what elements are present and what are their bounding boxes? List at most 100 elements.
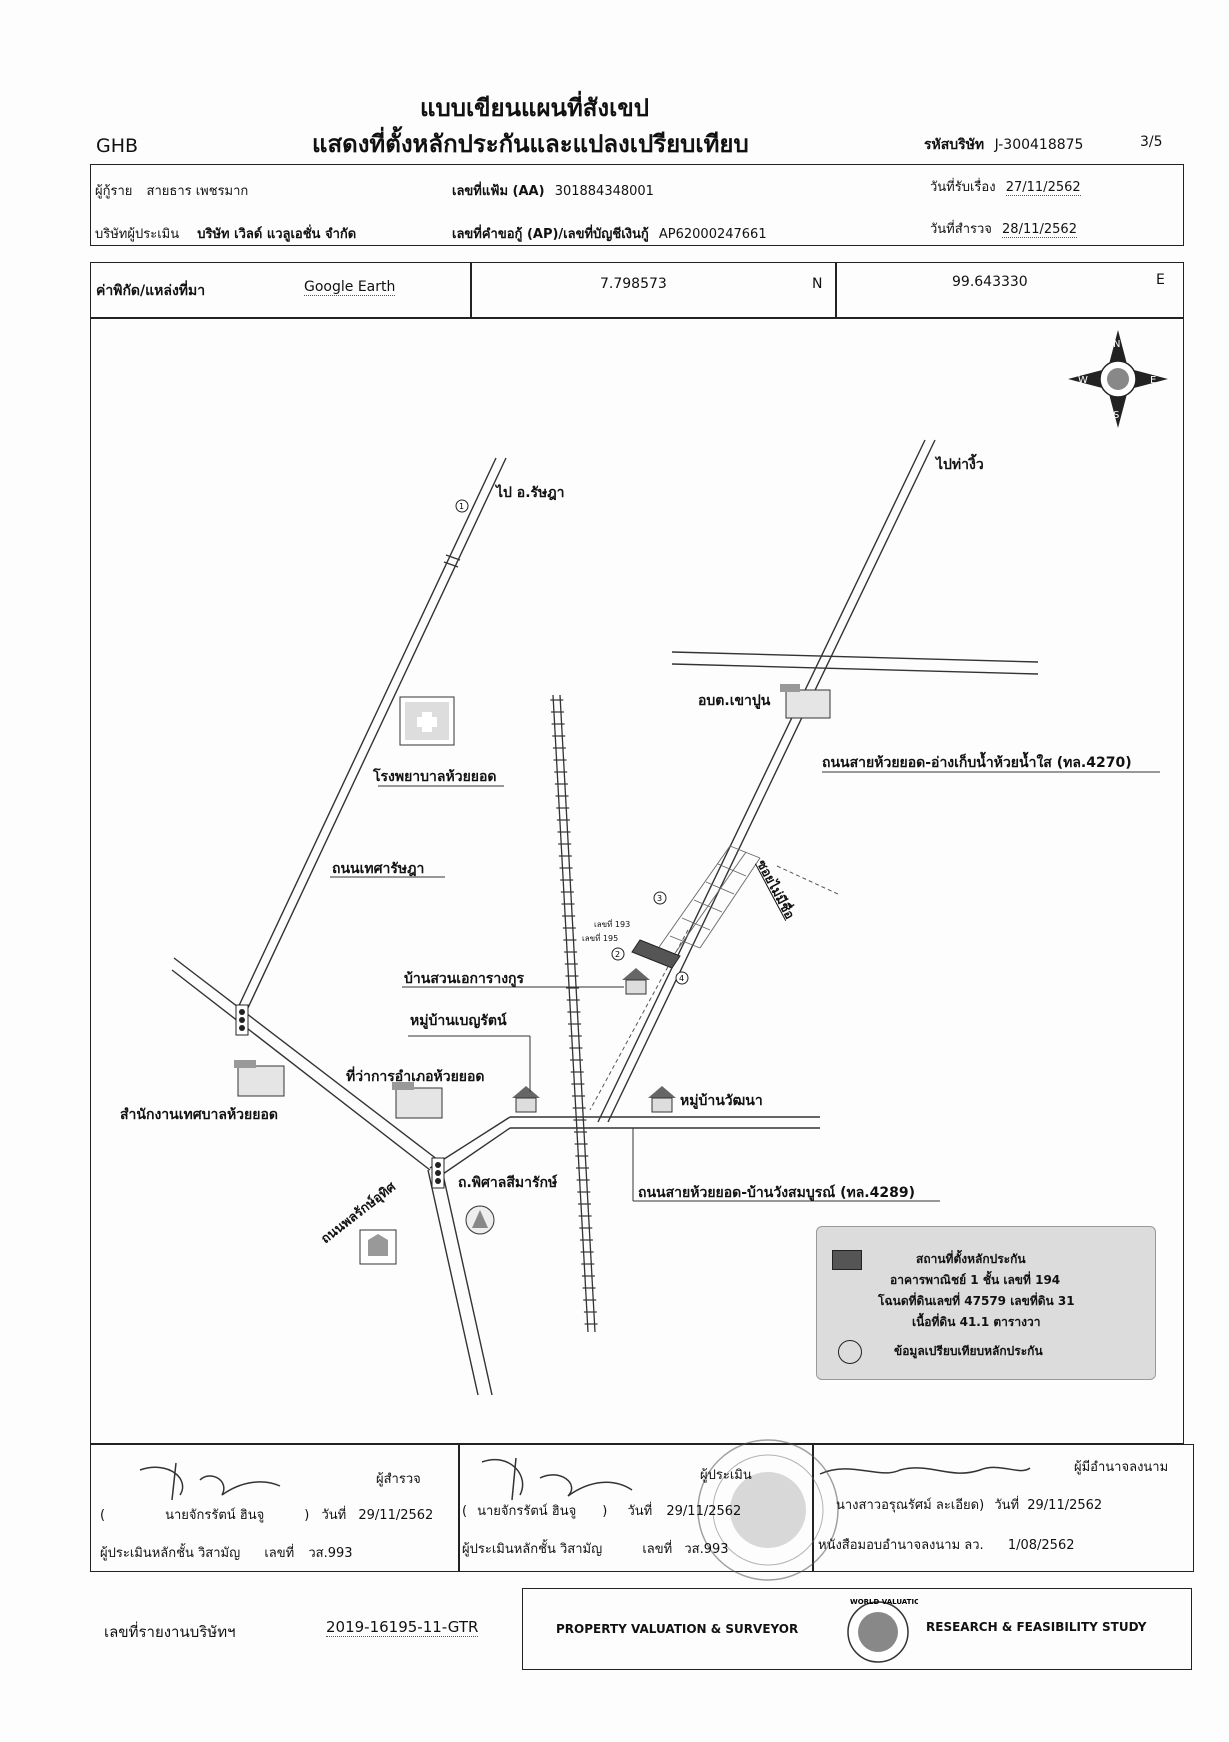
footer-left-service: PROPERTY VALUATION & SURVEYOR — [556, 1622, 799, 1636]
appraiser-name-row: (นายจักรรัตน์ ฮินจู) วันที่ 29/11/2562 — [462, 1504, 742, 1519]
file-no-value: 301884348001 — [554, 184, 654, 199]
signature-box — [90, 1444, 1194, 1572]
received-value: 27/11/2562 — [1005, 180, 1081, 196]
comparison-marker — [611, 947, 625, 961]
signature-signer — [819, 1466, 1031, 1475]
company-code-label: รหัสบริษัท — [924, 137, 985, 153]
comparison-marker — [653, 891, 667, 905]
auth-row: หนังสือมอบอำนาจลงนาม ลว. 1/08/2562 — [818, 1534, 1075, 1555]
received-row: วันที่รับเรื่อง 27/11/2562 — [930, 176, 1081, 197]
signer-name-row: นางสาวอรุณรัศม์ ละเอียด) วันที่ 29/11/25… — [836, 1498, 1103, 1513]
title-line-1: แบบเขียนแผนที่สังเขป — [420, 94, 649, 122]
label-obt: อบต.เขาปูน — [698, 693, 771, 709]
coordinate-box — [90, 262, 1184, 318]
road-4270 — [597, 439, 936, 1123]
surveyor-role: ผู้สำรวจ — [376, 1472, 421, 1487]
report-no-label: เลขที่รายงานบริษัทฯ — [104, 1623, 236, 1641]
coord-divider-2 — [835, 262, 837, 318]
label-road-4270: ถนนสายห้วยยอด-อ่างเก็บน้ำห้วยน้ำใส (ทล.4… — [822, 755, 1132, 771]
file-no-row: เลขที่แฟ้ม (AA) 301884348001 — [452, 180, 654, 201]
surveyor-date-label: วันที่ — [321, 1508, 347, 1523]
coord-source: Google Earth — [304, 279, 396, 296]
appraiser-title-row: ผู้ประเมินหลักชั้น วิสามัญ เลขที่ วส.993 — [462, 1538, 729, 1559]
appraiser-date-label: วันที่ — [627, 1504, 653, 1519]
compass-w: W — [1078, 375, 1088, 386]
surveyor-title: ผู้ประเมินหลักชั้น วิสามัญ — [100, 1546, 241, 1561]
label-district-office: ที่ว่าการอำเภอห้วยยอด — [346, 1069, 485, 1085]
surveyor-title-row: ผู้ประเมินหลักชั้น วิสามัญ เลขที่ วส.993 — [100, 1542, 353, 1563]
coord-divider-1 — [470, 262, 472, 318]
surveyor-no: วส.993 — [308, 1546, 353, 1561]
compass-s: S — [1113, 410, 1119, 421]
coord-label: ค่าพิกัด/แหล่งที่มา — [96, 283, 206, 299]
company-seal-icon — [697, 1439, 839, 1581]
comparison-marker-label: 1 — [459, 502, 464, 511]
borrower-label: ผู้กู้ราย — [95, 184, 133, 199]
appraiser-name: นายจักรรัตน์ ฮินจู — [477, 1504, 577, 1519]
police-emblem-icon — [359, 1229, 397, 1265]
temple-emblem-icon — [465, 1205, 495, 1235]
survey-value: 28/11/2562 — [1002, 222, 1077, 238]
legend-subject-swatch — [832, 1250, 862, 1270]
legend-line-5: ข้อมูลเปรียบเทียบหลักประกัน — [894, 1344, 1043, 1358]
borrower-row: ผู้กู้ราย สายธาร เพชรมาก — [95, 180, 248, 201]
signer-name: นางสาวอรุณรัศม์ ละเอียด — [836, 1498, 980, 1513]
loan-no-label: เลขที่คำขอกู้ (AP)/เลขที่บัญชีเงินกู้ — [452, 227, 649, 242]
house-icon — [512, 1086, 540, 1113]
appraiser-role: ผู้ประเมิน — [700, 1468, 752, 1483]
appraiser-co-label: บริษัทผู้ประเมิน — [95, 227, 180, 242]
road-thetsa — [235, 457, 507, 1013]
surveyor-no-label: เลขที่ — [264, 1546, 295, 1561]
road-4289 — [429, 1116, 820, 1177]
signer-role: ผู้มีอำนาจลงนาม — [1074, 1460, 1169, 1475]
comparison-marker — [455, 499, 469, 513]
signer-date-label: วันที่ — [994, 1498, 1020, 1513]
sig-divider-2 — [812, 1444, 814, 1572]
appraiser-co-row: บริษัทผู้ประเมิน บริษัท เวิลด์ แวลูเอชั่… — [95, 223, 356, 244]
traffic-light-icon — [235, 1004, 249, 1036]
surveyor-name: นายจักรรัตน์ ฮินจู — [165, 1508, 265, 1523]
sig-divider-1 — [458, 1444, 460, 1572]
compass-rose-icon: N S W E — [1068, 330, 1168, 428]
survey-label: วันที่สำรวจ — [930, 222, 992, 237]
appraiser-title: ผู้ประเมินหลักชั้น วิสามัญ — [462, 1542, 603, 1557]
legend-line-2: อาคารพาณิชย์ 1 ชั้น เลขที่ 194 — [890, 1273, 1061, 1287]
coord-lat-dir: N — [812, 276, 823, 292]
subject-property-marker — [631, 939, 681, 969]
report-no: 2019-16195-11-GTR — [326, 1618, 479, 1637]
appraiser-no-label: เลขที่ — [642, 1542, 673, 1557]
label-municipality: สำนักงานเทศบาลห้วยยอด — [120, 1107, 278, 1123]
title-line-2: แสดงที่ตั้งหลักประกันและแปลงเปรียบเทียบ — [312, 130, 749, 158]
label-road-thetsa: ถนนเทศารัษฎา — [332, 861, 425, 877]
label-lot-193: เลขที่ 193 — [594, 920, 631, 929]
label-baansuan: บ้านสวนเอการางกูร — [404, 971, 525, 987]
municipality-building-icon — [234, 1060, 285, 1097]
road-cross-obt — [671, 651, 1039, 675]
label-moo-bencharat: หมู่บ้านเบญรัตน์ — [410, 1013, 507, 1029]
label-lot-195: เลขที่ 195 — [582, 934, 619, 943]
map-frame — [90, 318, 1184, 1444]
company-code-value: J-300418875 — [994, 137, 1084, 153]
appraiser-co-value: บริษัท เวิลด์ แวลูเอชั่น จำกัด — [197, 227, 357, 242]
page-number: 3/5 — [1140, 134, 1163, 150]
surveyor-date: 29/11/2562 — [358, 1508, 434, 1523]
seal-text: WORLD VALUATION — [850, 1598, 918, 1606]
ghb-logo: GHB — [96, 135, 139, 157]
compass-n: N — [1113, 339, 1120, 350]
legend-line-3: โฉนดที่ดินเลขที่ 47579 เลขที่ดิน 31 — [878, 1294, 1075, 1308]
loan-no-row: เลขที่คำขอกู้ (AP)/เลขที่บัญชีเงินกู้ AP… — [452, 223, 767, 244]
comparison-marker-label: 3 — [657, 894, 662, 903]
label-to-thangiw: ไปท่างิ้ว — [936, 457, 984, 473]
appraiser-date: 29/11/2562 — [666, 1504, 742, 1519]
loan-no-value: AP62000247661 — [658, 227, 767, 242]
traffic-light-icon — [431, 1157, 445, 1189]
footer-right-service: RESEARCH & FEASIBILITY STUDY — [926, 1620, 1147, 1634]
district-office-icon — [392, 1082, 443, 1119]
company-code: รหัสบริษัท J-300418875 — [924, 134, 1083, 156]
comparison-marker-label: 4 — [679, 974, 684, 983]
world-valuation-logo-icon: WORLD VALUATION — [847, 1598, 918, 1663]
road-municipality — [171, 957, 439, 1171]
auth-label: หนังสือมอบอำนาจลงนาม ลว. — [818, 1538, 984, 1553]
